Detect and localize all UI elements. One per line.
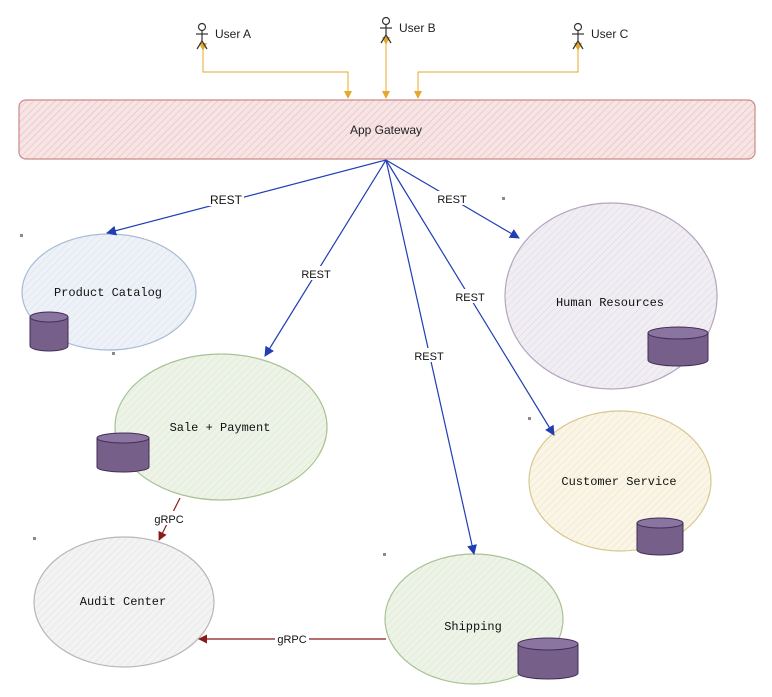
user-c-actor: User C <box>572 22 629 50</box>
audit-center-node <box>33 536 215 668</box>
rest-connectors <box>106 159 555 555</box>
sale-payment-label: Sale + Payment <box>170 421 271 435</box>
rest-link-sale-payment <box>264 159 387 357</box>
sale-payment-node <box>114 353 328 501</box>
app-gateway[interactable]: App Gateway <box>18 99 756 160</box>
shipping-label: Shipping <box>444 620 502 634</box>
customer-service-database-icon <box>636 517 684 556</box>
service-sale-payment[interactable]: Sale + Payment <box>114 353 328 501</box>
sale-payment-database-icon <box>96 432 150 473</box>
user-b-label: User B <box>399 21 436 35</box>
customer-service-node <box>528 410 712 552</box>
app-gateway-label: App Gateway <box>350 123 422 137</box>
user-icon <box>380 16 392 44</box>
rest-label-hr: REST <box>437 194 467 206</box>
customer-service-label: Customer Service <box>561 475 676 489</box>
grpc-label-shipping-audit: gRPC <box>277 634 306 646</box>
user-icon <box>196 22 208 50</box>
user-icon <box>572 22 584 50</box>
human-resources-label: Human Resources <box>556 296 664 310</box>
shipping-database-icon <box>517 637 579 680</box>
edge-labels: REST REST REST REST REST gRPC gRPC <box>152 191 487 646</box>
product-catalog-database-icon <box>29 311 69 352</box>
rest-label-sale: REST <box>301 269 331 281</box>
user-c-label: User C <box>591 27 629 41</box>
service-customer-service[interactable]: Customer Service <box>528 410 712 552</box>
service-audit-center[interactable]: Audit Center <box>33 536 215 668</box>
rest-label-customer: REST <box>455 292 485 304</box>
sketch-markers <box>20 197 531 556</box>
user-a-actor: User A <box>196 22 251 50</box>
user-a-link <box>199 43 352 99</box>
user-connectors <box>199 37 582 99</box>
user-c-link <box>414 43 582 99</box>
app-gateway-box <box>18 99 756 160</box>
grpc-label-sale-audit: gRPC <box>154 514 183 526</box>
audit-center-label: Audit Center <box>80 595 166 609</box>
user-a-label: User A <box>215 27 251 41</box>
rest-label-shipping: REST <box>414 351 444 363</box>
human-resources-database-icon <box>647 326 709 367</box>
product-catalog-label: Product Catalog <box>54 286 162 300</box>
rest-label-product: REST <box>210 193 243 207</box>
rest-link-product-catalog <box>106 159 387 236</box>
user-b-actor: User B <box>380 16 436 44</box>
